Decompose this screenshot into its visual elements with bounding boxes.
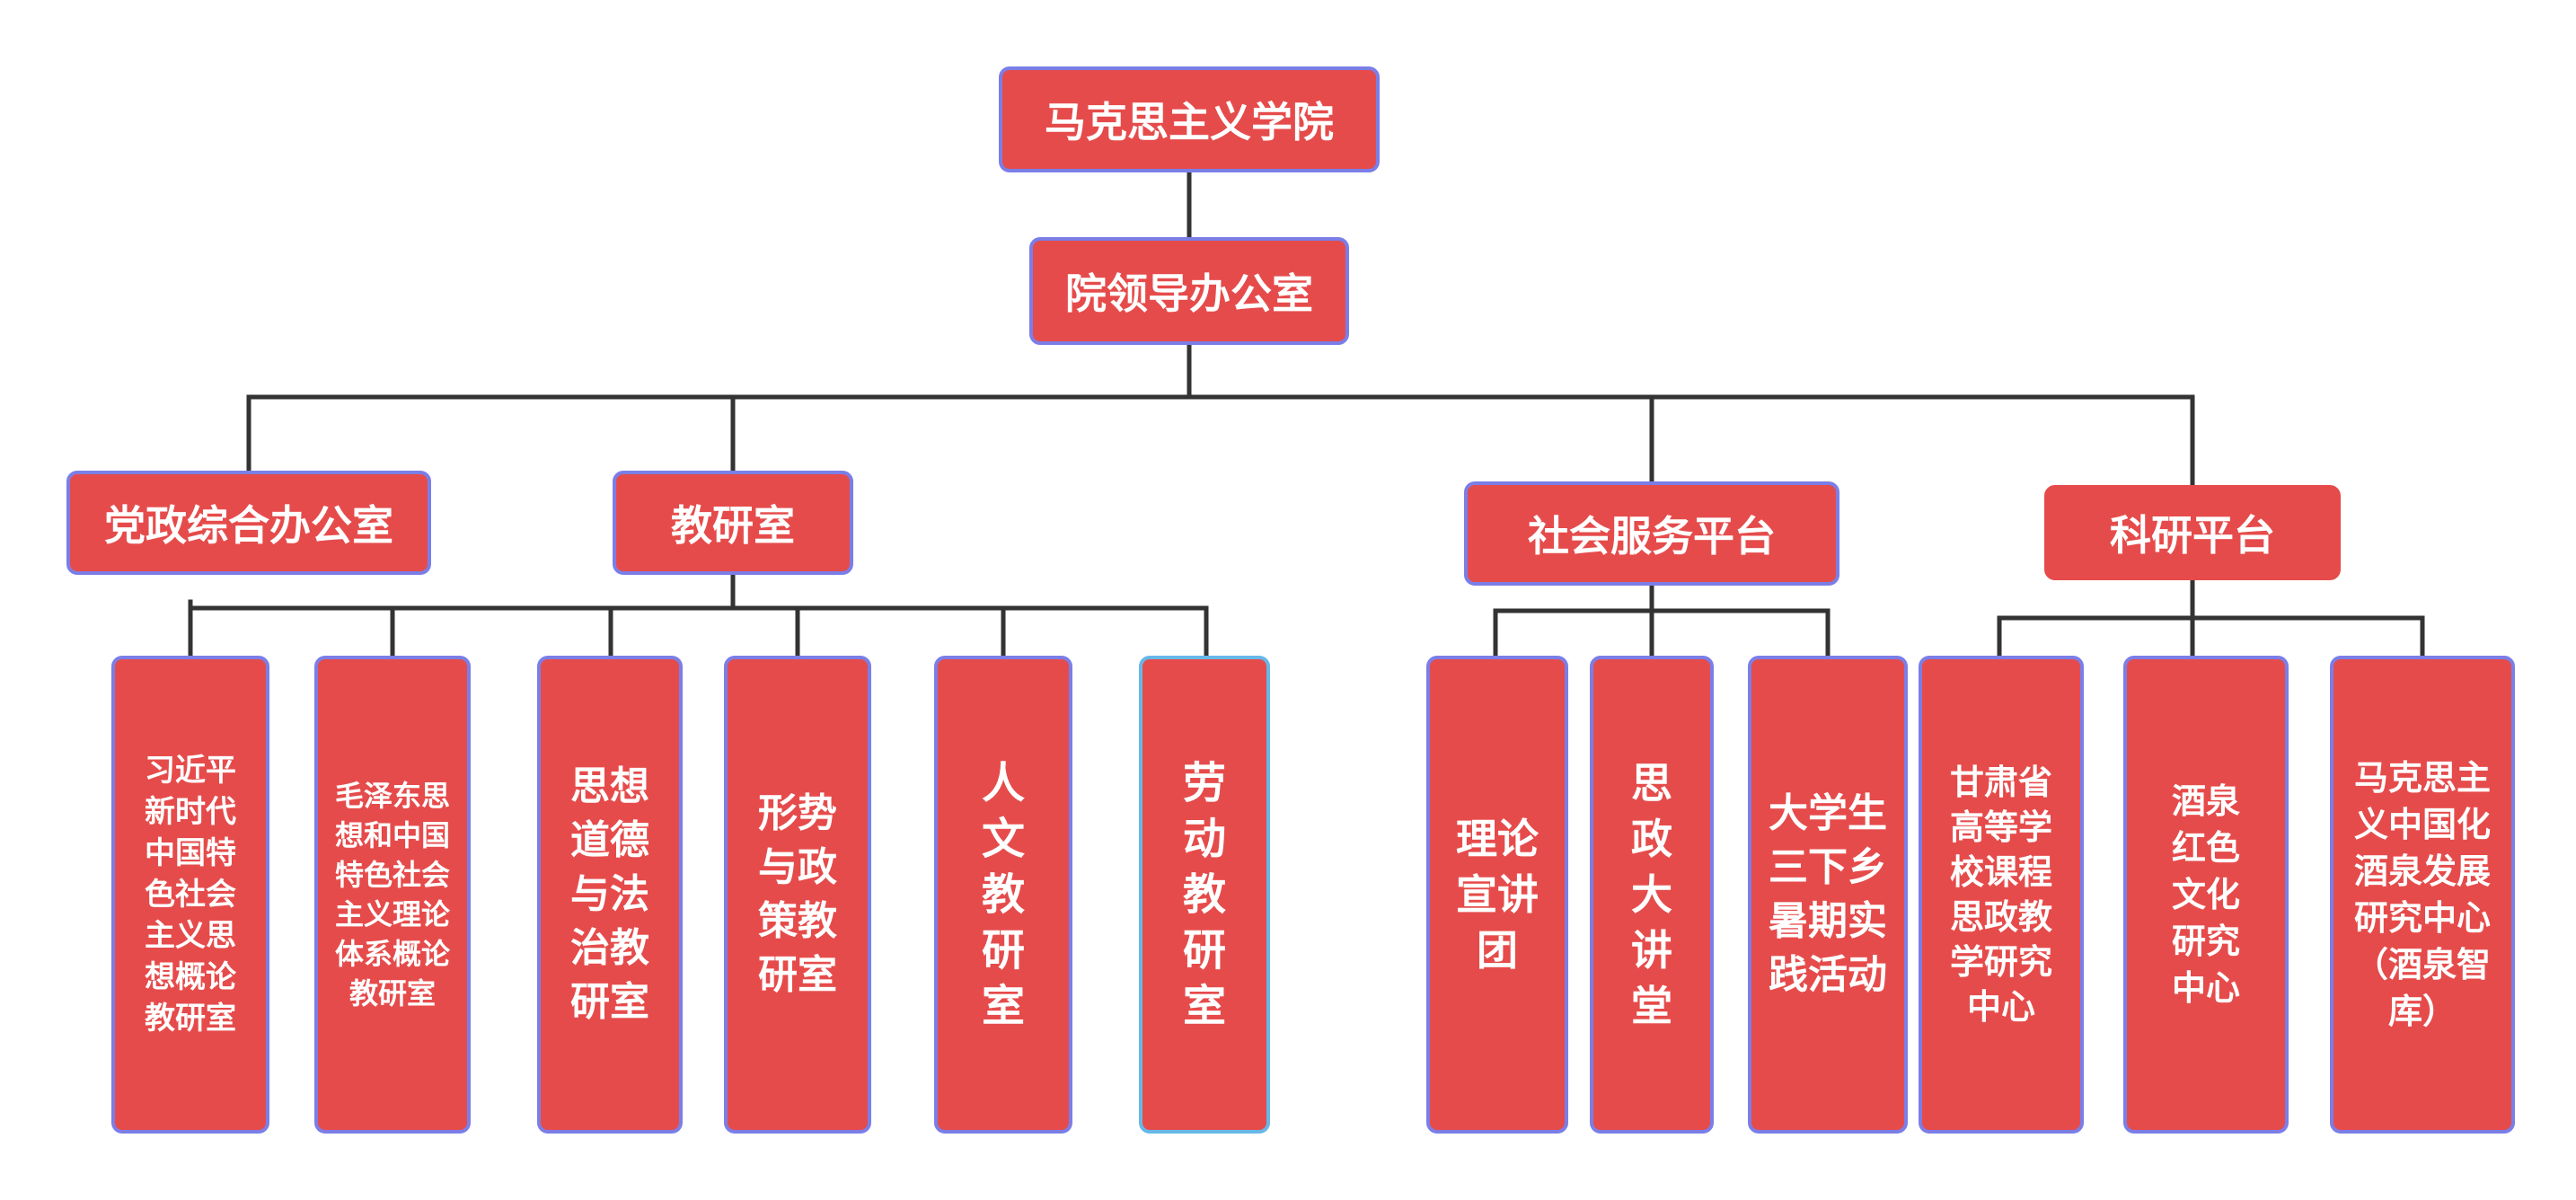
node-label: 大学生三下乡暑期实践活动 xyxy=(1769,790,1887,998)
node-dept-party-admin: 党政综合办公室 xyxy=(66,471,431,575)
node-dept-research: 科研平台 xyxy=(2044,485,2341,580)
node-teaching-office: 毛泽东思想和中国特色社会主义理论体系概论教研室 xyxy=(314,656,471,1134)
node-research-unit: 马克思主义中国化酒泉发展研究中心（酒泉智库） xyxy=(2330,656,2515,1134)
node-teaching-office: 习近平新时代中国特色社会主义思想概论教研室 xyxy=(111,656,269,1134)
node-label: 理论宣讲团 xyxy=(1456,815,1539,975)
node-label: 马克思主义中国化酒泉发展研究中心（酒泉智库） xyxy=(2353,758,2491,1031)
node-label: 形势与政策教研室 xyxy=(758,790,837,998)
node-label: 人文教研室 xyxy=(982,758,1026,1031)
node-social-service-unit: 理论宣讲团 xyxy=(1426,656,1568,1134)
node-root: 马克思主义学院 xyxy=(999,66,1380,172)
node-label: 思政大讲堂 xyxy=(1631,759,1672,1030)
node-teaching-office: 思想道德与法治教研室 xyxy=(537,656,683,1134)
node-dept-teaching: 教研室 xyxy=(613,471,853,575)
node-teaching-office: 劳动教研室 xyxy=(1139,656,1270,1134)
node-label: 劳动教研室 xyxy=(1183,758,1227,1031)
node-label: 毛泽东思想和中国特色社会主义理论体系概论教研室 xyxy=(334,779,450,1010)
node-teaching-office: 人文教研室 xyxy=(934,656,1072,1134)
node-dept-social-service: 社会服务平台 xyxy=(1464,481,1839,586)
node-label: 酒泉红色文化研究中心 xyxy=(2171,781,2240,1008)
node-research-unit: 酒泉红色文化研究中心 xyxy=(2123,656,2289,1134)
node-label: 甘肃省高等学校课程思政教学研究中心 xyxy=(1949,763,2052,1027)
node-label: 习近平新时代中国特色社会主义思想概论教研室 xyxy=(145,753,236,1037)
node-social-service-unit: 大学生三下乡暑期实践活动 xyxy=(1748,656,1908,1134)
node-research-unit: 甘肃省高等学校课程思政教学研究中心 xyxy=(1919,656,2084,1134)
node-label: 思想道德与法治教研室 xyxy=(570,763,649,1025)
node-social-service-unit: 思政大讲堂 xyxy=(1590,656,1714,1134)
node-teaching-office: 形势与政策教研室 xyxy=(724,656,871,1134)
node-leadership-office: 院领导办公室 xyxy=(1029,237,1349,345)
